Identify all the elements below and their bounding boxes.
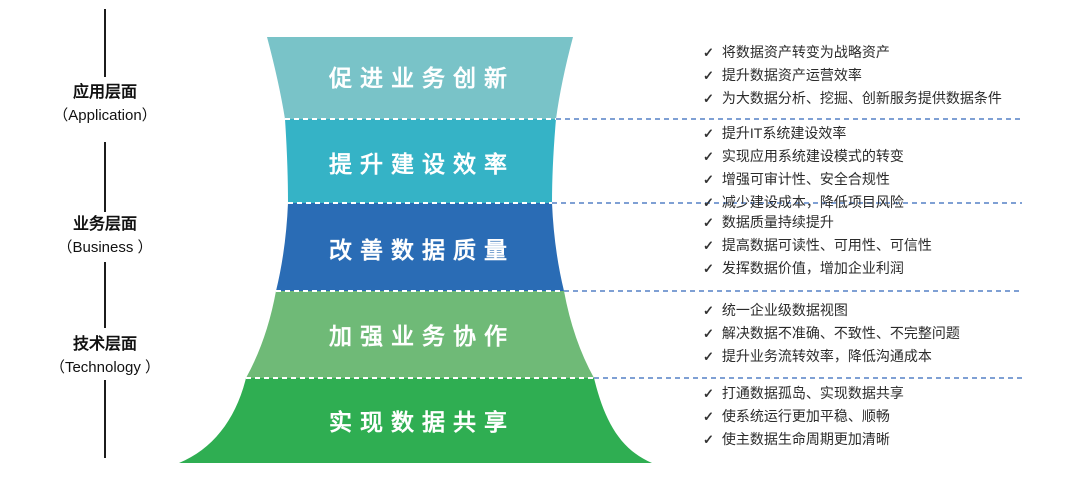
check-icon: ✓ (703, 326, 714, 341)
benefit-item: ✓ 发挥数据价值，增加企业利润 (703, 257, 932, 280)
funnel-layer-label-1: 促进业务创新 (329, 65, 515, 91)
check-icon: ✓ (703, 261, 714, 276)
rail-label-zh: 业务层面 (72, 216, 137, 233)
benefit-text: 将数据资产转变为战略资产 (721, 44, 890, 60)
benefit-item: ✓ 使系统运行更加平稳、顺畅 (703, 405, 904, 428)
check-icon: ✓ (703, 409, 714, 424)
benefit-text: 增强可审计性、安全合规性 (721, 171, 890, 187)
benefit-text: 实现应用系统建设模式的转变 (721, 148, 904, 164)
benefit-text: 提升业务流转效率，降低沟通成本 (721, 348, 932, 364)
benefit-text: 使主数据生命周期更加清晰 (721, 431, 890, 447)
check-icon: ✓ (703, 349, 714, 364)
benefit-group-3: ✓ 数据质量持续提升 ✓ 提高数据可读性、可用性、可信性 ✓ 发挥数据价值，增加… (703, 211, 932, 280)
benefit-group-5: ✓ 打通数据孤岛、实现数据共享 ✓ 使系统运行更加平稳、顺畅 ✓ 使主数据生命周… (703, 382, 904, 451)
funnel-layer-shape-1 (267, 37, 573, 119)
rail-label-en: （Technology ） (49, 359, 161, 376)
rail-line-segment-1 (104, 9, 106, 77)
check-icon: ✓ (703, 303, 714, 318)
rail-label-business: 业务层面 （Business ） (15, 213, 195, 259)
funnel-layer-shape-2 (285, 119, 556, 203)
funnel-layer-shape-4 (246, 291, 594, 378)
benefit-text: 发挥数据价值，增加企业利润 (721, 260, 904, 276)
benefit-item: ✓ 增强可审计性、安全合规性 (703, 168, 904, 191)
check-icon: ✓ (703, 432, 714, 447)
benefit-item: ✓ 提升业务流转效率，降低沟通成本 (703, 345, 960, 368)
benefit-group-1: ✓ 将数据资产转变为战略资产 ✓ 提升数据资产运营效率 ✓ 为大数据分析、挖掘、… (703, 41, 1002, 110)
benefit-text: 提升数据资产运营效率 (721, 67, 862, 83)
check-icon: ✓ (703, 172, 714, 187)
benefit-text: 为大数据分析、挖掘、创新服务提供数据条件 (721, 90, 1002, 106)
check-icon: ✓ (703, 215, 714, 230)
benefit-item: ✓ 减少建设成本，降低项目风险 (703, 191, 904, 214)
check-icon: ✓ (703, 386, 714, 401)
funnel-layer-shape-3 (276, 203, 564, 291)
benefit-item: ✓ 打通数据孤岛、实现数据共享 (703, 382, 904, 405)
benefit-item: ✓ 将数据资产转变为战略资产 (703, 41, 1002, 64)
rail-line-segment-2 (104, 142, 106, 212)
benefit-text: 数据质量持续提升 (721, 214, 834, 230)
check-icon: ✓ (703, 195, 714, 210)
benefit-item: ✓ 数据质量持续提升 (703, 211, 932, 234)
benefit-text: 统一企业级数据视图 (721, 302, 848, 318)
benefit-group-2: ✓ 提升IT系统建设效率 ✓ 实现应用系统建设模式的转变 ✓ 增强可审计性、安全… (703, 122, 904, 214)
funnel-layer-label-3: 改善数据质量 (329, 237, 515, 263)
benefit-text: 提升IT系统建设效率 (721, 125, 847, 141)
funnel-layer-label-2: 提升建设效率 (329, 151, 515, 177)
rail-label-zh: 应用层面 (72, 84, 137, 101)
benefit-item: ✓ 解决数据不准确、不致性、不完整问题 (703, 322, 960, 345)
check-icon: ✓ (703, 126, 714, 141)
benefit-text: 提高数据可读性、可用性、可信性 (721, 237, 932, 253)
benefit-text: 使系统运行更加平稳、顺畅 (721, 408, 890, 424)
benefit-item: ✓ 提高数据可读性、可用性、可信性 (703, 234, 932, 257)
benefit-text: 减少建设成本，降低项目风险 (721, 194, 904, 210)
funnel-layer-shape-5 (179, 378, 652, 463)
benefit-group-4: ✓ 统一企业级数据视图 ✓ 解决数据不准确、不致性、不完整问题 ✓ 提升业务流转… (703, 299, 960, 368)
check-icon: ✓ (703, 68, 714, 83)
benefit-item: ✓ 提升IT系统建设效率 (703, 122, 904, 145)
rail-line-segment-4 (104, 380, 106, 458)
benefit-text: 打通数据孤岛、实现数据共享 (721, 385, 904, 401)
benefit-item: ✓ 使主数据生命周期更加清晰 (703, 428, 904, 451)
check-icon: ✓ (703, 45, 714, 60)
rail-label-technology: 技术层面 （Technology ） (15, 333, 195, 379)
check-icon: ✓ (703, 238, 714, 253)
rail-label-zh: 技术层面 (72, 336, 137, 353)
benefit-text: 解决数据不准确、不致性、不完整问题 (721, 325, 960, 341)
funnel-layer-label-4: 加强业务协作 (329, 323, 515, 349)
benefit-item: ✓ 为大数据分析、挖掘、创新服务提供数据条件 (703, 87, 1002, 110)
benefit-item: ✓ 提升数据资产运营效率 (703, 64, 1002, 87)
rail-line-segment-3 (104, 262, 106, 328)
check-icon: ✓ (703, 149, 714, 164)
rail-label-en: （Application） (53, 107, 157, 124)
check-icon: ✓ (703, 91, 714, 106)
funnel-layer-label-5: 实现数据共享 (329, 409, 515, 435)
benefit-item: ✓ 实现应用系统建设模式的转变 (703, 145, 904, 168)
rail-label-application: 应用层面 （Application） (15, 81, 195, 127)
benefit-item: ✓ 统一企业级数据视图 (703, 299, 960, 322)
rail-label-en: （Business ） (57, 239, 153, 256)
